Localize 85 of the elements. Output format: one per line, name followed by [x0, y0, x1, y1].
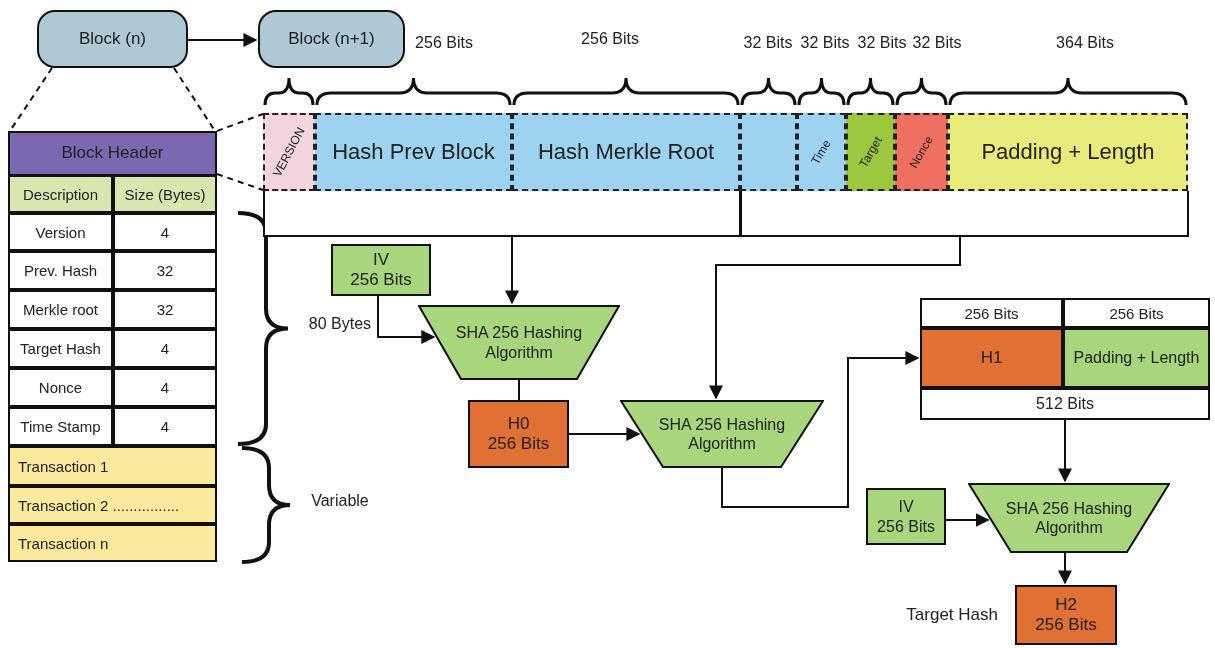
hash-function-trapezoid [968, 483, 1170, 553]
arrow [187, 33, 258, 47]
arrow [709, 236, 961, 400]
size-label: 32 Bits [742, 33, 794, 53]
node-label: Hash Prev Block [332, 138, 495, 166]
size-label: Variable [310, 491, 370, 511]
rounded-box [37, 10, 188, 68]
node-label: Padding + Length [981, 138, 1155, 166]
node-label: Block Header [61, 143, 164, 164]
node-label: 256 Bits [1035, 615, 1097, 636]
table-cell: Transaction 1 [8, 446, 217, 486]
size-box [920, 388, 1210, 420]
size-label: 32 Bits [799, 33, 851, 53]
table-cell: 4 [113, 213, 217, 251]
table-cell: Time Stamp [8, 407, 113, 446]
size-label: 32 Bits [856, 33, 908, 53]
node-label: Hash Merkle Root [537, 138, 715, 166]
arrow [945, 513, 990, 527]
hash-function-trapezoid [418, 305, 620, 380]
size-label: 256 Bits [580, 29, 640, 49]
size-label: 32 Bits [911, 33, 963, 53]
arrow [721, 351, 920, 508]
node-label: Block (n) [78, 28, 147, 50]
connector-line [518, 379, 520, 401]
rounded-box [258, 10, 405, 68]
node-caption: Target Hash [905, 604, 998, 626]
hash-box [920, 328, 1063, 388]
size-label: 364 Bits [1055, 33, 1115, 53]
field-box [948, 113, 1188, 191]
table-cell: Version [8, 213, 113, 251]
node-label: Padding + Length [1073, 348, 1200, 368]
bracket-box [263, 191, 741, 237]
field-box [263, 113, 315, 191]
node-label: IV [898, 497, 914, 517]
arrow [1058, 419, 1072, 483]
node-label: IV [372, 249, 390, 270]
field-box [846, 113, 895, 191]
value-box [331, 244, 431, 296]
arrow [505, 236, 519, 305]
table-cell: Description [8, 175, 113, 213]
node-label: SHA 256 Hashing Algorithm [454, 323, 584, 362]
dashed-zoom-line [173, 67, 216, 132]
dashed-zoom-line [216, 173, 264, 191]
node-label: 256 Bits [350, 270, 412, 291]
bracket-box [740, 191, 1189, 237]
table-cell: 32 [113, 251, 217, 290]
node-label: SHA 256 Hashing Algorithm [1004, 498, 1134, 538]
hash-box [1015, 585, 1117, 645]
node-label: H2 [1055, 594, 1077, 615]
padding-box [1063, 328, 1210, 388]
dashed-zoom-line [216, 113, 264, 132]
field-box [740, 113, 797, 191]
node-label: 256 Bits [877, 516, 935, 536]
table-cell: 4 [113, 329, 217, 368]
node-label: H0 [507, 413, 530, 434]
table-cell: 4 [113, 368, 217, 407]
table-cell: Transaction n [8, 524, 217, 562]
table-cell: Prev. Hash [8, 251, 113, 290]
table-cell: Merkle root [8, 290, 113, 329]
table-cell: Target Hash [8, 329, 113, 368]
table-cell: 256 Bits [1063, 298, 1210, 328]
arrow [1058, 552, 1072, 585]
value-box [866, 488, 946, 545]
hash-function-trapezoid [620, 400, 824, 468]
node-label: 256 Bits [487, 434, 550, 455]
field-box [895, 113, 948, 191]
node-label: H1 [980, 347, 1003, 369]
field-box [315, 113, 512, 191]
arrow [568, 427, 641, 441]
hash-box [468, 400, 569, 468]
node-label: 512 Bits [1036, 394, 1094, 414]
table-cell: Size (Bytes) [113, 175, 217, 213]
table-cell: Transaction 2 ................ [8, 486, 217, 524]
node-label: Block (n+1) [288, 28, 375, 50]
table-cell: Nonce [8, 368, 113, 407]
size-label: 80 Bytes [307, 314, 373, 334]
table-cell: 4 [113, 407, 217, 446]
arrow [377, 295, 436, 344]
table-cell: 32 [113, 290, 217, 329]
table-cell: 256 Bits [920, 298, 1063, 328]
field-box [512, 113, 740, 191]
table-header [8, 131, 217, 176]
field-box [797, 113, 846, 191]
size-label: 256 Bits [414, 33, 474, 53]
node-label: SHA 256 Hashing Algorithm [657, 414, 787, 454]
